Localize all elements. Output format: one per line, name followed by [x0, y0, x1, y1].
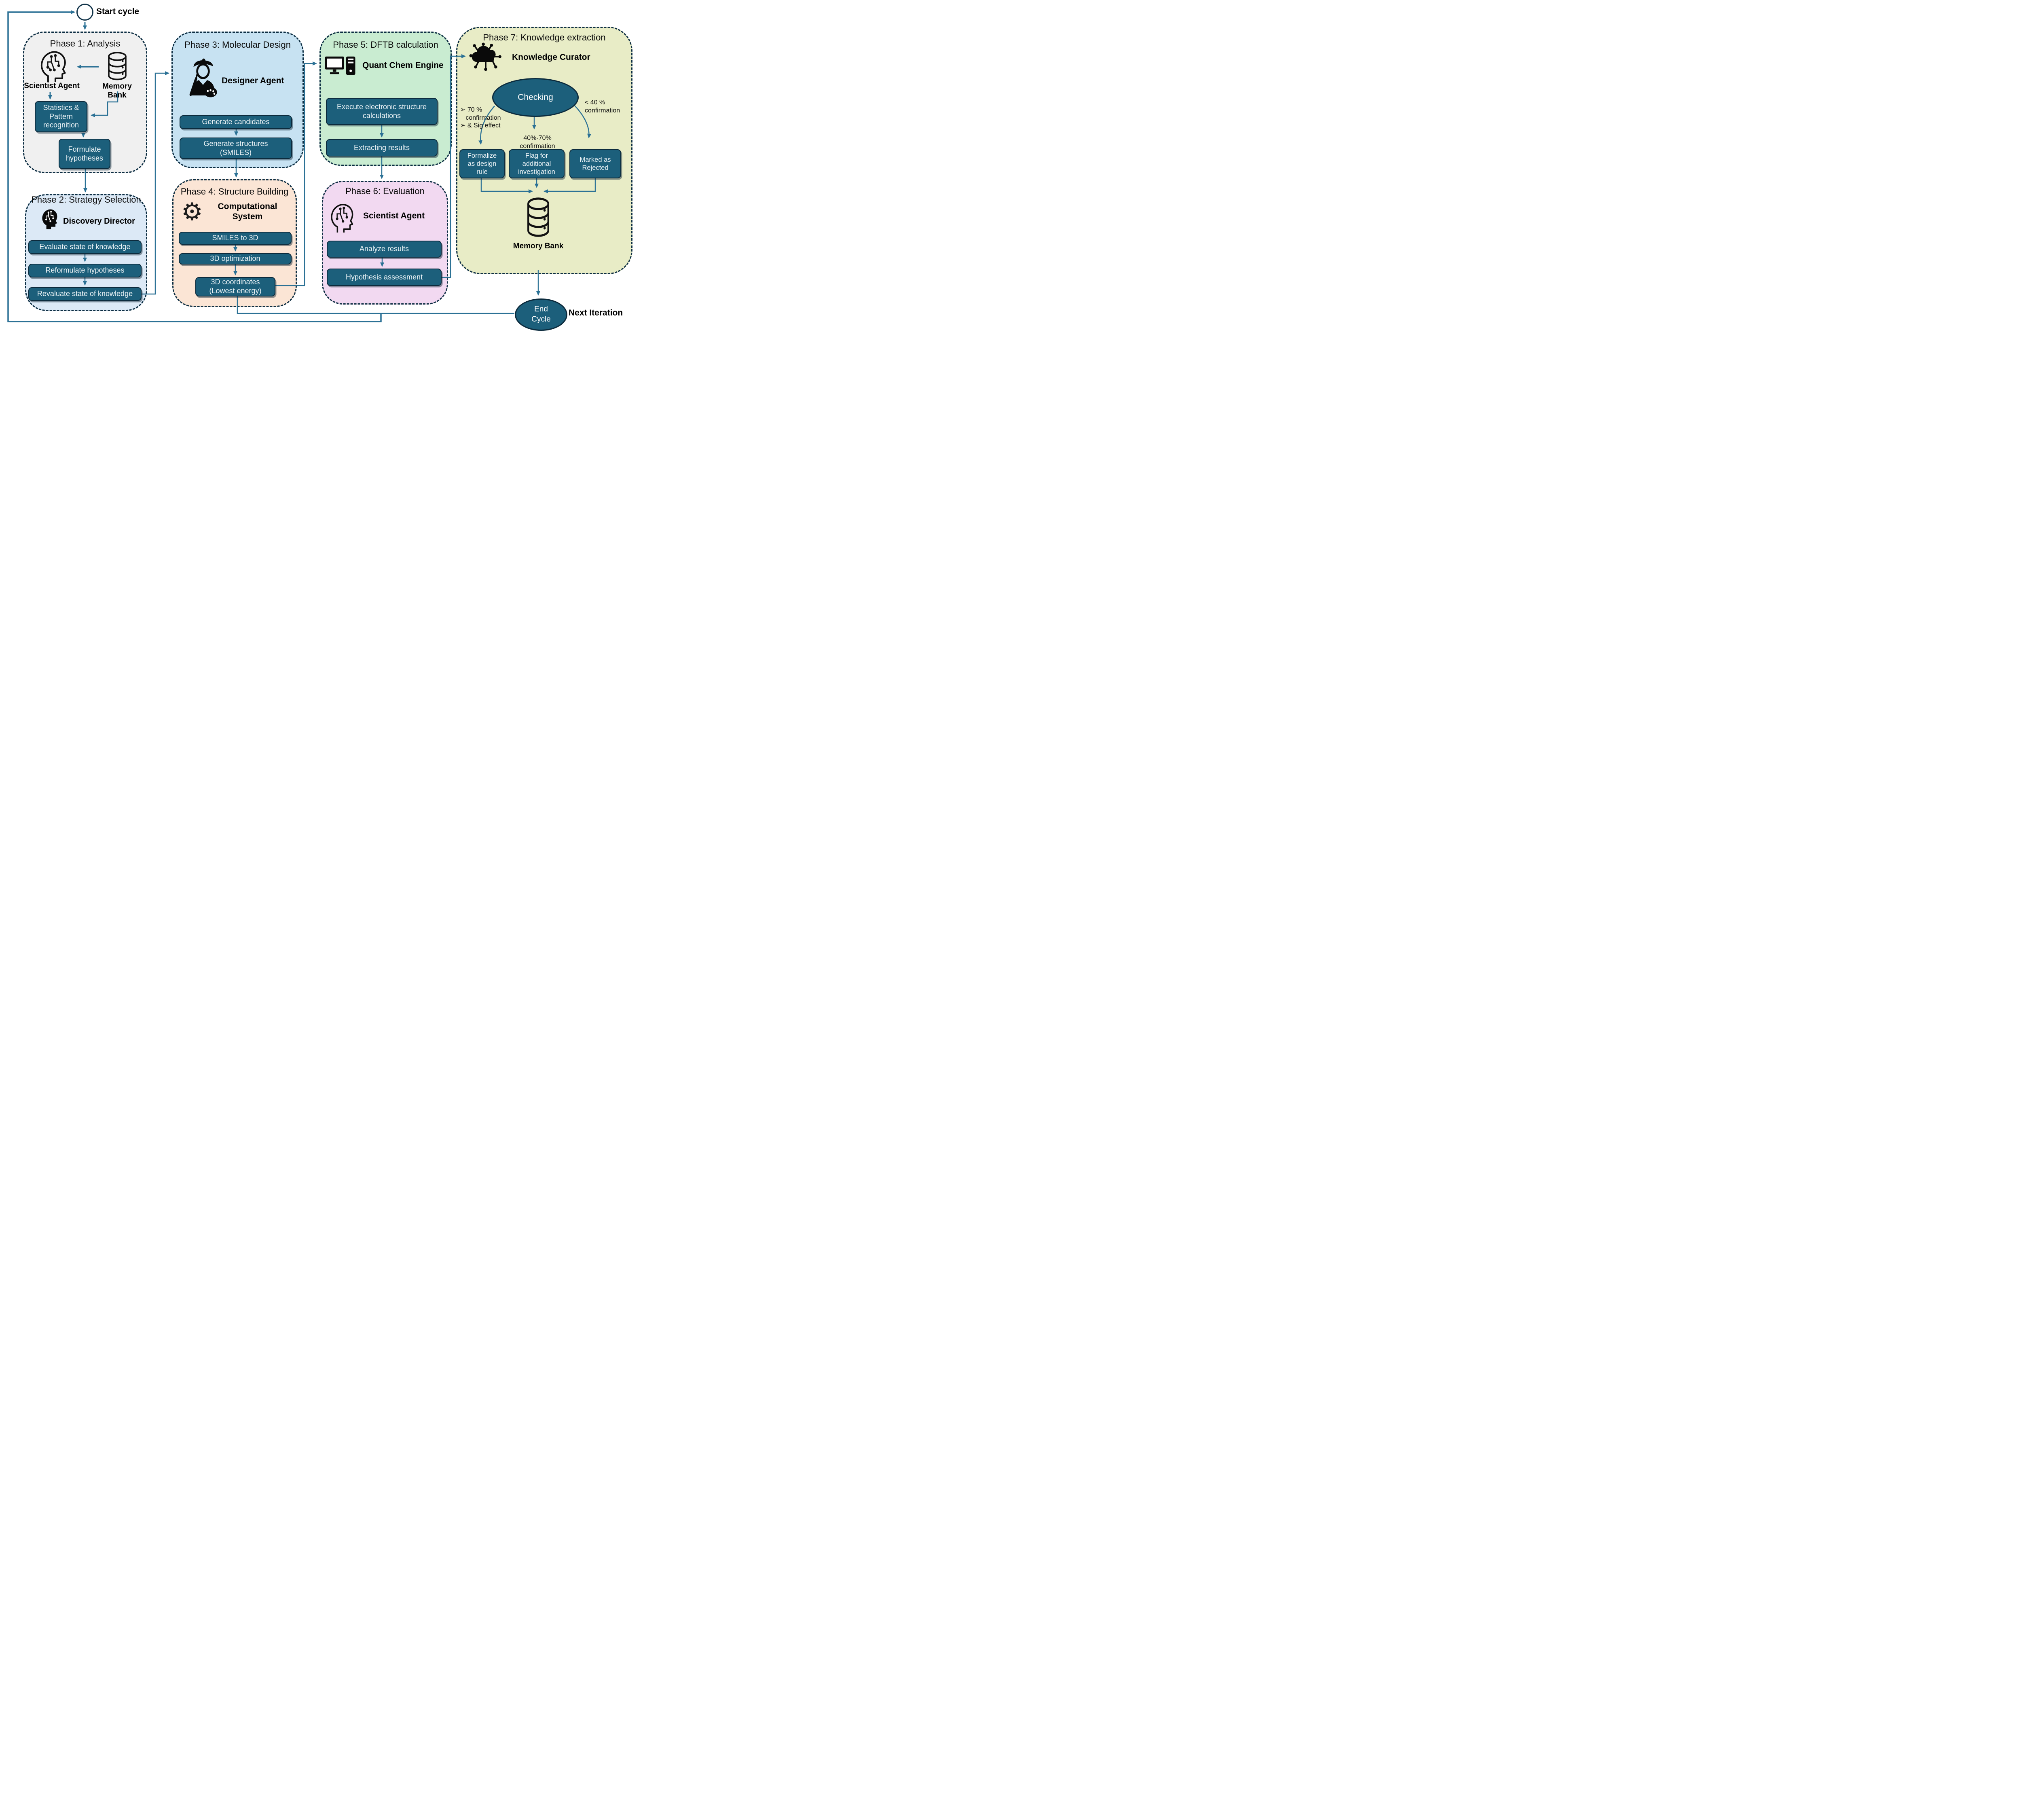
phase5-title: Phase 5: DFTB calculation	[333, 40, 438, 50]
outcome-marked-rejected: Marked as Rejected	[569, 149, 621, 178]
start-cycle-node	[76, 4, 93, 21]
memory-bank-icon	[106, 52, 129, 81]
gear-icon: ⚙	[181, 198, 203, 225]
phase1-scientist-label: Scientist Agent	[24, 82, 80, 90]
step-generate-candidates: Generate candidates	[180, 115, 292, 129]
phase1-memorybank-label: Memory Bank	[102, 82, 132, 99]
step-smiles-to-3d: SMILES to 3D	[179, 232, 292, 245]
scientist-agent-icon	[39, 49, 68, 83]
branch-70-confirmation-label: ➢ 70 % confirmation ➢ & Sig effect	[460, 106, 501, 129]
step-generate-structures: Generate structures (SMILES)	[180, 138, 292, 159]
checking-node: Checking	[492, 78, 579, 117]
next-iteration-label: Next Iteration	[569, 308, 623, 317]
phase3-designer-label: Designer Agent	[222, 76, 284, 85]
discovery-director-icon	[40, 207, 59, 230]
phase7-curator-label: Knowledge Curator	[512, 53, 590, 62]
step-evaluate-knowledge: Evaluate state of knowledge	[28, 240, 142, 254]
phase1-title: Phase 1: Analysis	[50, 38, 121, 49]
step-formulate-hypotheses: Formulate hypotheses	[59, 139, 110, 169]
checking-label: Checking	[518, 93, 553, 102]
designer-agent-icon	[185, 57, 221, 99]
phase3-title: Phase 3: Molecular Design	[184, 40, 291, 50]
phase7-title: Phase 7: Knowledge extraction	[483, 32, 606, 42]
step-hypothesis-assessment: Hypothesis assessment	[327, 269, 442, 286]
phase6-title: Phase 6: Evaluation	[345, 186, 425, 196]
step-execute-calculations: Execute electronic structure calculation…	[326, 98, 438, 125]
phase5-engine-label: Quant Chem Engine	[362, 61, 444, 70]
step-analyze-results: Analyze results	[327, 241, 442, 258]
phase6-scientist-icon	[329, 201, 355, 234]
phase7-memory-bank-icon	[525, 197, 552, 238]
outcome-flag-investigation: Flag for additional investigation	[509, 149, 565, 178]
step-reformulate-hypotheses: Reformulate hypotheses	[28, 264, 142, 277]
step-revaluate-knowledge: Revaluate state of knowledge	[28, 287, 142, 301]
phase4-title: Phase 4: Structure Building	[180, 186, 289, 197]
branch-below-40-confirmation-label: < 40 % confirmation	[585, 99, 620, 114]
phase4-system-label: Computational System	[218, 202, 277, 222]
phase7-memory-label: Memory Bank	[513, 242, 564, 250]
step-3d-coordinates: 3D coordinates (Lowest energy)	[195, 277, 275, 296]
quant-chem-engine-icon	[324, 56, 357, 78]
phase6-scientist-label: Scientist Agent	[363, 211, 425, 220]
branch-40-70-confirmation-label: 40%-70% confirmation	[520, 135, 555, 150]
step-extracting-results: Extracting results	[326, 139, 438, 157]
knowledge-curator-icon	[469, 41, 502, 72]
start-cycle-label: Start cycle	[96, 7, 140, 16]
phase2-title: Phase 2: Strategy Selection	[31, 195, 141, 205]
step-statistics-pattern: Statistics & Pattern recognition	[35, 101, 87, 132]
outcome-formalize-design-rule: Formalize as design rule	[459, 149, 505, 178]
phase2-director-label: Discovery Director	[63, 217, 135, 226]
step-3d-optimization: 3D optimization	[179, 253, 292, 265]
